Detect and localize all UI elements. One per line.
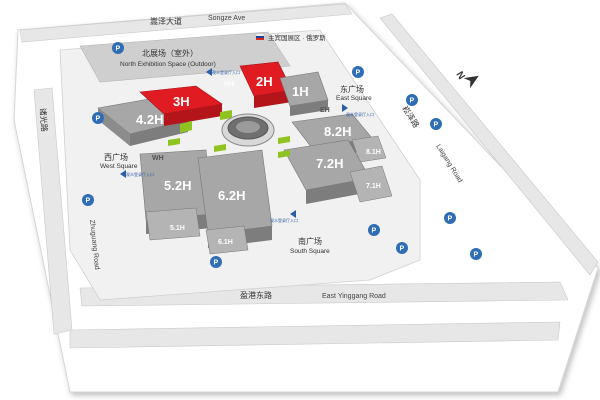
north-outdoor-cn: 北展场（室外） [142, 48, 198, 58]
compass-letter: N [453, 70, 466, 82]
hall-label-nh: NH [224, 81, 234, 88]
hall-label-eh: EH [320, 107, 330, 114]
svg-text:观众登录厅入口: 观众登录厅入口 [212, 69, 240, 75]
entrance-south: 观众登录厅入口 [270, 210, 298, 223]
hall-label-6-1h: 6.1H [218, 239, 233, 246]
svg-text:P: P [372, 228, 377, 235]
parking-markers: P P P P P P P P P P P [82, 42, 482, 268]
road-north-cn: 嵩泽大道 [150, 16, 182, 26]
halls [97, 61, 393, 255]
green-strips [168, 110, 290, 158]
hall-label-7-2h: 7.2H [316, 156, 343, 171]
parking-icon: P [352, 66, 364, 78]
hall-5-1 [145, 207, 201, 241]
svg-text:P: P [86, 198, 91, 205]
svg-text:P: P [448, 216, 453, 223]
hall-label-1h: 1H [292, 84, 309, 99]
hall-6-1 [205, 225, 249, 255]
parking-icon: P [444, 212, 456, 224]
parking-icon: P [82, 194, 94, 206]
parking-icon: P [210, 256, 222, 268]
road-west-cn: 诸光路 [38, 107, 50, 132]
parking-icon: P [92, 112, 104, 124]
svg-text:P: P [434, 122, 439, 129]
hall-label-8-1h: 8.1H [366, 149, 381, 156]
pavilion-flag [255, 33, 265, 40]
north-arrow-icon [463, 75, 479, 89]
svg-text:P: P [356, 70, 361, 77]
hall-label-2h: 2H [256, 74, 273, 89]
svg-text:P: P [214, 260, 219, 267]
svg-text:P: P [410, 98, 415, 105]
entrance-north: 观众登录厅入口 [206, 68, 240, 76]
road-north-en: Songze Ave [208, 15, 245, 22]
parking-icon: P [112, 42, 124, 54]
parking-icon: P [430, 118, 442, 130]
pavilion-label: 主宾国展区 · 俄罗斯 [268, 33, 326, 42]
east-square-en: East Square [336, 95, 372, 102]
parking-icon: P [406, 94, 418, 106]
hall-7-1 [349, 165, 393, 203]
south-square-cn: 南广场 [298, 236, 322, 246]
hall-label-8-2h: 8.2H [324, 124, 351, 139]
south-square-en: South Square [290, 248, 330, 255]
svg-text:P: P [474, 252, 479, 259]
hall-label-3h: 3H [173, 94, 190, 109]
hall-label-7-1h: 7.1H [366, 183, 381, 190]
entrance-west: 观众登录厅入口 [120, 170, 154, 178]
hall-label-4-2h: 4.2H [136, 112, 163, 127]
north-outdoor-area [79, 31, 291, 83]
road-south-cn: 盈港东路 [240, 290, 272, 300]
svg-text:P: P [116, 46, 121, 53]
west-square-cn: 西广场 [104, 152, 128, 162]
west-square-en: West Square [100, 163, 138, 170]
hall-label-5-1h: 5.1H [170, 225, 185, 232]
svg-text:观众登录厅入口: 观众登录厅入口 [346, 111, 374, 117]
east-square-cn: 东广场 [340, 84, 364, 94]
road-south-en: East Yinggang Road [322, 293, 386, 300]
parking-icon: P [396, 242, 408, 254]
svg-text:P: P [96, 116, 101, 123]
entrance-east: 观众登录厅入口 [342, 104, 374, 117]
svg-text:观众登录厅入口: 观众登录厅入口 [270, 217, 298, 223]
north-outdoor-en: North Exhibition Space (Outdoor) [120, 61, 216, 68]
svg-text:观众登录厅入口: 观众登录厅入口 [126, 171, 154, 177]
central-plaza [221, 113, 275, 147]
parking-icon: P [368, 224, 380, 236]
hall-label-wh: WH [152, 155, 164, 162]
hall-label-5-2h: 5.2H [164, 178, 191, 193]
parking-icon: P [470, 248, 482, 260]
hall-8-1 [351, 135, 387, 163]
svg-text:P: P [400, 246, 405, 253]
hall-label-6-2h: 6.2H [218, 188, 245, 203]
